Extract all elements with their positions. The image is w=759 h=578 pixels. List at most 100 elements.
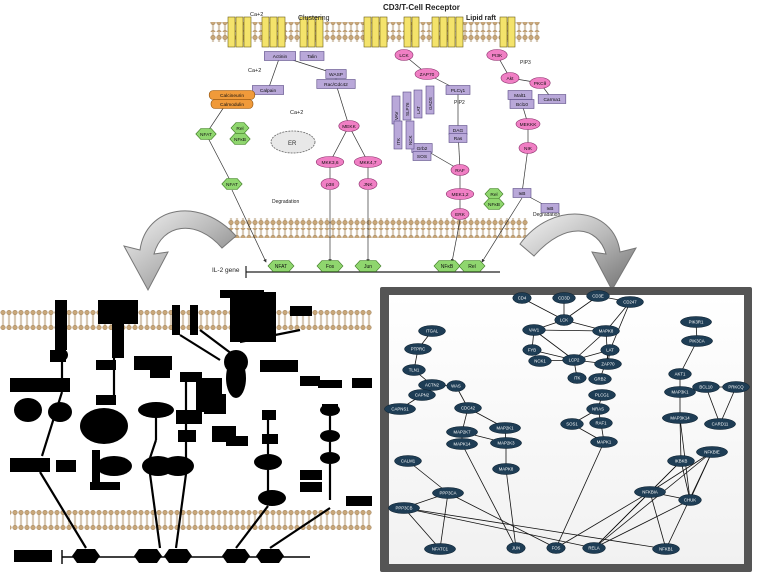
net-node-label: ITGAL [426, 329, 439, 334]
sil-block-20 [226, 436, 248, 446]
net-node-actn2: ACTN2 [418, 379, 446, 391]
net-node-nck1: NCK1 [528, 355, 552, 367]
sil-block-6 [220, 290, 264, 298]
net-node-label: CARD11 [712, 422, 729, 427]
node-label: Rac/Cdc42 [324, 82, 348, 88]
sil-blob-8 [320, 404, 340, 416]
node-label: MEK1,2 [451, 192, 468, 198]
sil-line-1 [40, 391, 64, 457]
receptor-chain-5 [277, 16, 286, 48]
sil-membrane-upper [0, 310, 372, 320]
net-node-label: WAS [451, 384, 461, 389]
net-node-cdc42: CDC42 [454, 402, 482, 414]
receptor-chain-1 [235, 16, 244, 48]
net-node-label: MAP2K7 [454, 430, 472, 435]
net-node-lcp2: LCP2 [562, 354, 586, 366]
sil-blob-12 [14, 398, 42, 422]
node-label: PKCθ [534, 81, 547, 87]
sil-blob-11 [48, 402, 72, 422]
node-mekkk: MEKKK [515, 118, 541, 130]
net-node-vav1: VAV1 [522, 324, 546, 336]
node-calmodulin: Calmodulin [210, 99, 254, 109]
receptor-chain-14 [431, 16, 440, 48]
er-cloud: ER [270, 130, 316, 154]
sil-line-13 [148, 473, 162, 549]
top-edge-to-gene-2 [450, 219, 461, 263]
sil-block-29 [56, 460, 76, 472]
net-node-label: MAP3K1 [672, 390, 690, 395]
net-node-nfatc1: NFATC1 [424, 543, 456, 555]
gene-target-label: NFAT [275, 264, 287, 270]
node-wasp: WASP [325, 69, 347, 79]
ca-outside-label: Ca+2 [250, 12, 263, 18]
net-node-label: BCL10 [699, 385, 713, 390]
net-edge-MAPK14-JUN [461, 443, 517, 549]
sil-blob-6 [254, 454, 282, 470]
net-node-jun: JUN [506, 542, 526, 554]
node-label: Talin [307, 54, 317, 60]
net-node-label: PRKCQ [728, 385, 744, 390]
net-node-label: CHUK [684, 498, 696, 503]
net-node-itgal: ITGAL [418, 325, 446, 337]
node-label: DAG [453, 128, 464, 134]
node-malt1: Malt1 [507, 90, 533, 100]
net-edge-PPP3CA-NFATC1 [439, 492, 449, 550]
node-label: NFAT [226, 182, 238, 188]
network-background [389, 295, 744, 564]
net-node-label: ZAP70 [601, 362, 615, 367]
top-edge-calpain-actinin [267, 55, 281, 91]
silhouette-shapes [10, 290, 372, 564]
net-node-bcl10: BCL10 [692, 381, 720, 393]
net-node-label: JUN [512, 546, 520, 551]
node-sos: SOS [412, 151, 432, 161]
node-label: MKK3,6 [321, 160, 338, 166]
sil-blob-10 [320, 452, 340, 464]
sil-nuclear-lower [10, 520, 372, 530]
net-node-label: ITK [574, 376, 581, 381]
net-node-pik3ca: PIK3CA [681, 335, 713, 347]
net-node-tln1: TLN1 [402, 364, 426, 376]
left-curved-arrow [123, 210, 237, 292]
node-label: PLCγ1 [451, 88, 466, 94]
net-node-map3k1: MAP3K1 [664, 386, 696, 398]
clustering-label: Clustering [298, 15, 330, 22]
net-edge-BCL10-CARD11 [705, 386, 721, 425]
sil-block-12 [134, 356, 172, 370]
net-node-pik3r1: PIK3R1 [680, 316, 712, 328]
net-node-label: PLCG1 [595, 393, 610, 398]
receptor-chain-17 [455, 16, 464, 48]
net-node-label: MAPK8 [599, 329, 614, 334]
sil-block-5 [230, 292, 276, 342]
net-node-capns1: CAPNS1 [384, 403, 416, 415]
node-pkc: PKCθ [529, 77, 551, 89]
net-node-lck: LCK [554, 314, 574, 326]
net-node-label: NFKBIA [642, 490, 658, 495]
node-label: NIK [524, 146, 533, 152]
node-label: LAT [416, 106, 421, 114]
receptor-chain-4 [269, 16, 278, 48]
net-node-map3k14: MAP3K14 [662, 412, 698, 424]
net-node-label: AKT1 [675, 372, 686, 377]
net-node-label: CD3D [558, 296, 570, 301]
node-label: Calpain [260, 88, 277, 94]
node-raf: RAF [450, 164, 470, 176]
receptor-chain-7 [307, 16, 316, 48]
net-node-label: NFKBIE [704, 450, 720, 455]
net-node-fyb: FYB [522, 344, 542, 356]
net-node-label: FOS [552, 546, 561, 551]
net-node-cd3e: CD3E [586, 290, 610, 302]
gene-target-4: Rel [458, 260, 486, 272]
node-rel-left: Rel [230, 122, 250, 134]
receptor-chain-3 [261, 16, 270, 48]
net-edge-IKBKB-RELA [593, 460, 682, 549]
sil-block-13 [150, 368, 170, 378]
net-node-label: CD3E [592, 294, 604, 299]
sil-block-31 [90, 482, 120, 490]
node-lck: LCK [394, 49, 414, 61]
node-label: Ras [454, 136, 463, 142]
sil-block-10 [96, 360, 116, 370]
sil-hex-3 [222, 549, 250, 563]
